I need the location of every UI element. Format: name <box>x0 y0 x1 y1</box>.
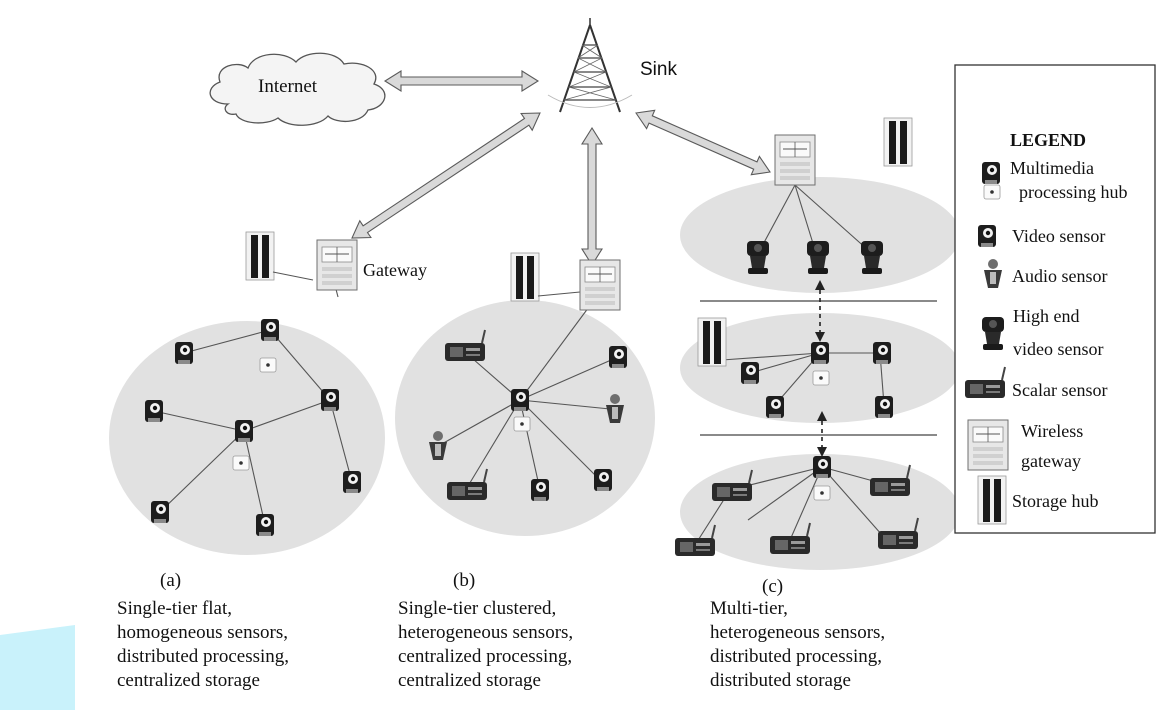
cluster-a: Gateway <box>109 231 427 555</box>
inter-tier-arrowheads <box>815 280 827 457</box>
processing-hub-icon <box>259 357 277 373</box>
video-sensor-icon <box>875 396 893 418</box>
storage-hub-icon <box>245 231 275 281</box>
caption-line: centralized processing, <box>398 646 572 667</box>
internet-sink-link <box>383 70 540 92</box>
caption-line: heterogeneous sensors, <box>710 622 885 643</box>
processing-hub-icon <box>812 370 830 386</box>
video-sensor-icon <box>594 469 612 491</box>
legend-label: Wireless <box>1021 421 1083 441</box>
high-end-video-sensor-icon <box>861 241 883 274</box>
video-sensor-icon <box>811 342 829 364</box>
storage-hub-icon <box>977 475 1007 525</box>
caption-tag: (a) <box>160 570 181 591</box>
caption-tag: (b) <box>453 570 475 591</box>
internet-cloud: Internet <box>209 52 386 126</box>
caption-line: Single-tier clustered, <box>398 598 556 619</box>
video-sensor-icon <box>235 420 253 442</box>
video-sensor-icon <box>531 479 549 501</box>
legend-label: video sensor <box>1013 339 1103 359</box>
legend-label: Scalar sensor <box>1012 380 1107 400</box>
storage-hub-icon <box>883 117 913 167</box>
caption-line: Multi-tier, <box>710 598 788 619</box>
caption-line: Single-tier flat, <box>117 598 232 619</box>
legend-label: High end <box>1013 306 1080 326</box>
video-sensor-icon <box>145 400 163 422</box>
gateway-label: Gateway <box>363 260 427 280</box>
legend-label: gateway <box>1021 451 1081 471</box>
caption-line: homogeneous sensors, <box>117 622 288 643</box>
wireless-gateway-icon <box>774 134 816 186</box>
video-sensor-icon <box>511 389 529 411</box>
caption-tag: (c) <box>762 576 783 597</box>
video-sensor-icon <box>321 389 339 411</box>
storage-hub-icon <box>697 317 727 367</box>
sink-label: Sink <box>640 59 677 80</box>
legend-label: Audio sensor <box>1012 266 1108 286</box>
wireless-gateway-icon <box>967 419 1009 471</box>
legend-label: Multimedia <box>1010 158 1094 178</box>
cluster-b <box>395 252 655 536</box>
caption-line: centralized storage <box>117 670 260 691</box>
wireless-gateway-icon <box>316 239 358 291</box>
video-sensor-icon <box>175 342 193 364</box>
caption-line: centralized storage <box>398 670 541 691</box>
processing-hub-icon <box>232 455 250 471</box>
video-sensor-icon <box>766 396 784 418</box>
caption-line: heterogeneous sensors, <box>398 622 573 643</box>
video-sensor-icon <box>813 456 831 478</box>
decorative-shape <box>0 625 75 710</box>
caption-line: distributed processing, <box>710 646 882 667</box>
processing-hub-icon <box>513 416 531 432</box>
sink-cluster-b-link <box>581 126 603 267</box>
sink-gateway-a-link <box>351 112 541 239</box>
caption-b: (b) Single-tier clustered, heterogeneous… <box>398 570 573 691</box>
legend-title: LEGEND <box>1010 130 1086 150</box>
multimedia-processing-hub-icon <box>982 162 1000 184</box>
caption-line: distributed storage <box>710 670 851 691</box>
legend-label: Video sensor <box>1012 226 1105 246</box>
wireless-gateway-icon <box>579 259 621 311</box>
caption-line: distributed processing, <box>117 646 289 667</box>
high-end-video-sensor-icon <box>747 241 769 274</box>
video-sensor-icon <box>978 225 996 247</box>
processing-hub-icon <box>813 485 831 501</box>
video-sensor-icon <box>256 514 274 536</box>
video-sensor-icon <box>609 346 627 368</box>
internet-label: Internet <box>258 76 318 97</box>
video-sensor-icon <box>741 362 759 384</box>
inter-tier-link <box>819 282 823 452</box>
legend-label: processing hub <box>1019 182 1127 202</box>
video-sensor-icon <box>261 319 279 341</box>
legend: LEGEND Multimedia processing hub Video s… <box>954 64 1156 534</box>
cluster-c <box>674 117 960 570</box>
high-end-video-sensor-icon <box>807 241 829 274</box>
video-sensor-icon <box>151 501 169 523</box>
processing-hub-icon <box>983 184 1001 200</box>
sink-tower <box>547 18 633 113</box>
tier-top-area <box>680 177 960 293</box>
video-sensor-icon <box>343 471 361 493</box>
legend-label: Storage hub <box>1012 491 1098 511</box>
sink-cluster-c-link <box>635 109 771 176</box>
caption-c: (c) Multi-tier, heterogeneous sensors, d… <box>710 576 885 691</box>
high-end-video-sensor-icon <box>982 317 1004 350</box>
caption-a: (a) Single-tier flat, homogeneous sensor… <box>117 570 289 691</box>
tier-middle-area <box>680 313 960 423</box>
video-sensor-icon <box>873 342 891 364</box>
storage-hub-icon <box>510 252 540 302</box>
